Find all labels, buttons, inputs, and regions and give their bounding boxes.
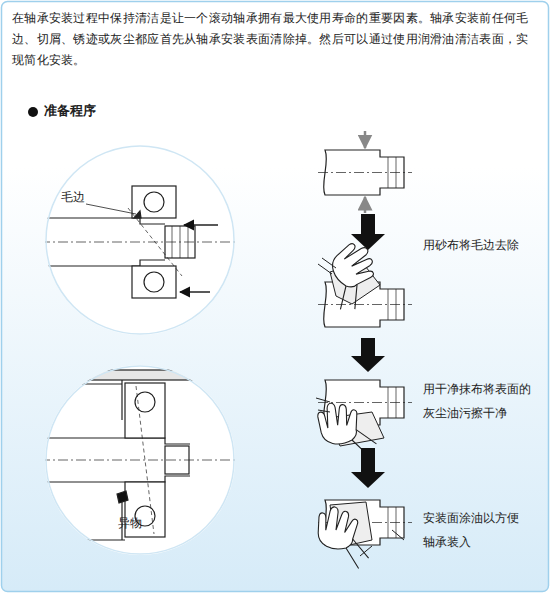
outer-ring [125, 383, 165, 438]
wrist [343, 538, 371, 570]
hand [311, 505, 376, 570]
push-arrow [180, 291, 210, 293]
center-line [318, 304, 412, 305]
push-arrow [184, 224, 218, 226]
detail-circle [45, 145, 235, 335]
part-label: 异物 [118, 513, 142, 533]
glove [314, 505, 360, 552]
contact-line [136, 386, 154, 534]
center-line [40, 242, 235, 243]
contact-line [128, 208, 182, 276]
center-line [40, 460, 235, 461]
step-text: 用干净抹布将表面的灰尘油污擦干净 [423, 377, 535, 425]
wipe-lines [360, 530, 404, 556]
glove [325, 238, 381, 294]
intro-text: 在轴承安装过程中保持清洁是让一个滚动轴承拥有最大使用寿命的重要因素。轴承安装前任… [12, 8, 540, 71]
wipe-lines [316, 398, 330, 412]
pointer-arrow [364, 197, 367, 213]
flow-arrow [351, 214, 385, 250]
housing [40, 370, 240, 380]
flow-arrow [351, 448, 385, 488]
foreign-object [117, 491, 128, 503]
shaft-step [318, 150, 412, 195]
outer-ring [132, 186, 176, 218]
step-text: 用砂布将毛边去除 [423, 234, 545, 256]
title: 准备程序 [44, 101, 96, 121]
bearing-detail [40, 370, 240, 540]
step-text: 安装面涂油以方便轴承装入 [423, 506, 523, 554]
leader-line [86, 204, 136, 214]
circle-outline [45, 145, 235, 335]
pointer-arrow [364, 131, 367, 148]
strap [318, 258, 336, 274]
bearing-detail [40, 186, 235, 298]
center-line [318, 172, 412, 173]
circle-border [46, 366, 234, 554]
detail-circle: 毛边 [45, 145, 235, 335]
wrist [331, 280, 368, 316]
hand [313, 238, 391, 316]
flow-arrow [351, 338, 385, 372]
glove [317, 401, 360, 446]
burr [134, 211, 141, 218]
bullet [28, 107, 38, 117]
ball [144, 192, 164, 212]
circle-border [46, 146, 234, 334]
part-label: 毛边 [61, 187, 85, 207]
detail-circle: 异物 [45, 365, 235, 555]
outer-ring [132, 266, 176, 298]
ball [144, 272, 164, 292]
